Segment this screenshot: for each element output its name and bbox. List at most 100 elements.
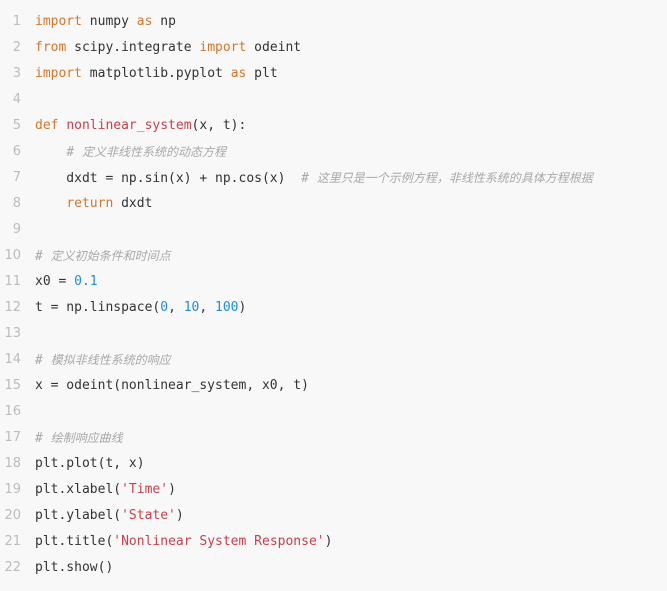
keyword-token: import: [199, 40, 247, 55]
line-number: 21: [4, 534, 21, 549]
code-line[interactable]: 10 # 定义初始条件和时间点: [0, 243, 667, 269]
line-number: 13: [4, 326, 21, 341]
keyword-token: from: [35, 40, 67, 55]
line-number: 22: [4, 560, 21, 575]
code-token: numpy: [81, 14, 137, 29]
code-text[interactable]: plt.plot(t, x): [35, 451, 145, 477]
code-text[interactable]: from scipy.integrate import odeint: [35, 35, 301, 61]
code-text[interactable]: import numpy as np: [35, 9, 176, 35]
code-line[interactable]: 20 plt.ylabel('State'): [0, 503, 667, 529]
code-line[interactable]: 4: [0, 87, 667, 113]
code-token: ,: [199, 300, 216, 315]
code-text[interactable]: # 模拟非线性系统的响应: [35, 347, 171, 374]
number-token: 10: [183, 300, 200, 315]
comment-token: #: [301, 171, 317, 186]
code-token: np: [152, 14, 176, 29]
keyword-token: as: [230, 66, 247, 81]
code-line[interactable]: 5 def nonlinear_system(x, t):: [0, 113, 667, 139]
code-line[interactable]: 6 # 定义非线性系统的动态方程: [0, 139, 667, 165]
code-text[interactable]: x0 = 0.1: [35, 269, 98, 295]
code-token: ): [324, 534, 333, 549]
code-token: ): [168, 482, 176, 497]
code-token: plt.title(: [35, 534, 114, 549]
code-text[interactable]: # 定义非线性系统的动态方程: [35, 139, 226, 166]
code-token: x = odeint(nonlinear_system, x0, t): [35, 378, 309, 393]
comment-text-token: 定义初始条件和时间点: [50, 249, 171, 263]
line-number: 18: [4, 456, 21, 471]
comment-token: #: [66, 145, 82, 160]
keyword-token: as: [136, 14, 153, 29]
code-line[interactable]: 18 plt.plot(t, x): [0, 451, 667, 477]
line-number: 5: [12, 118, 21, 133]
code-text[interactable]: plt.xlabel('Time'): [35, 477, 176, 503]
code-line[interactable]: 11 x0 = 0.1: [0, 269, 667, 295]
code-token: ): [175, 508, 184, 523]
code-text[interactable]: plt.title('Nonlinear System Response'): [35, 529, 332, 555]
code-text[interactable]: t = np.linspace(0, 10, 100): [35, 295, 246, 321]
code-token: ,: [168, 300, 184, 315]
line-number: 12: [4, 300, 21, 315]
keyword-token: import: [35, 66, 82, 81]
line-number: 11: [4, 274, 21, 289]
line-number: 20: [4, 508, 21, 523]
keyword-token: return: [66, 196, 114, 211]
code-line[interactable]: 21 plt.title('Nonlinear System Response'): [0, 529, 667, 555]
line-number: 7: [12, 170, 21, 185]
code-line[interactable]: 17 # 绘制响应曲线: [0, 425, 667, 451]
code-token: x0 =: [35, 274, 75, 289]
code-line[interactable]: 12 t = np.linspace(0, 10, 100): [0, 295, 667, 321]
code-text[interactable]: dxdt = np.sin(x) + np.cos(x) # 这里只是一个示例方…: [35, 165, 593, 192]
code-line[interactable]: 13: [0, 321, 667, 347]
code-text[interactable]: def nonlinear_system(x, t):: [35, 113, 246, 139]
code-token: odeint: [246, 40, 302, 55]
code-text[interactable]: x = odeint(nonlinear_system, x0, t): [35, 373, 309, 399]
comment-text-token: 这里只是一个示例方程，非线性系统的具体方程根据: [316, 171, 593, 185]
code-token: plt.show(): [35, 560, 114, 575]
code-line[interactable]: 22 plt.show(): [0, 555, 667, 581]
code-token: t = np.linspace(: [35, 300, 161, 315]
code-token: dxdt: [113, 196, 153, 211]
code-token: scipy.integrate: [66, 40, 200, 55]
code-line[interactable]: 14# 模拟非线性系统的响应: [0, 347, 667, 373]
function-name-token: nonlinear_system: [66, 118, 192, 133]
line-number: 10: [4, 248, 21, 263]
line-number: 4: [12, 92, 21, 107]
comment-token: #: [35, 431, 51, 446]
comment-text-token: 绘制响应曲线: [50, 431, 123, 445]
code-text[interactable]: import matplotlib.pyplot as plt: [35, 61, 278, 87]
line-number: 19: [4, 482, 21, 497]
string-token: 'Time': [121, 482, 169, 497]
number-token: 100: [215, 300, 239, 315]
code-text[interactable]: return dxdt: [35, 191, 152, 217]
line-number: 17: [4, 430, 21, 445]
code-token: ): [238, 300, 247, 315]
code-token: [35, 196, 66, 211]
code-line[interactable]: 19 plt.xlabel('Time'): [0, 477, 667, 503]
comment-text-token: 模拟非线性系统的响应: [50, 353, 171, 367]
code-text[interactable]: plt.ylabel('State'): [35, 503, 184, 529]
string-token: 'State': [121, 508, 176, 523]
code-token: plt.xlabel(: [35, 482, 122, 497]
code-text[interactable]: # 定义初始条件和时间点: [35, 243, 171, 270]
code-line[interactable]: 2 from scipy.integrate import odeint: [0, 35, 667, 61]
line-number: 16: [4, 404, 21, 419]
line-number: 9: [12, 222, 21, 237]
line-number: 2: [12, 40, 21, 55]
comment-text-token: 定义非线性系统的动态方程: [81, 145, 226, 159]
line-number: 6: [12, 144, 21, 159]
code-line[interactable]: 9: [0, 217, 667, 243]
code-text[interactable]: plt.show(): [35, 555, 113, 581]
code-token: (x, t):: [191, 118, 247, 133]
line-number: 8: [12, 196, 21, 211]
code-line[interactable]: 16: [0, 399, 667, 425]
code-text[interactable]: # 绘制响应曲线: [35, 425, 123, 452]
code-line[interactable]: 7 dxdt = np.sin(x) + np.cos(x) # 这里只是一个示…: [0, 165, 667, 191]
code-line[interactable]: 8 return dxdt: [0, 191, 667, 217]
code-token: matplotlib.pyplot: [81, 66, 231, 81]
code-token: [35, 145, 66, 160]
